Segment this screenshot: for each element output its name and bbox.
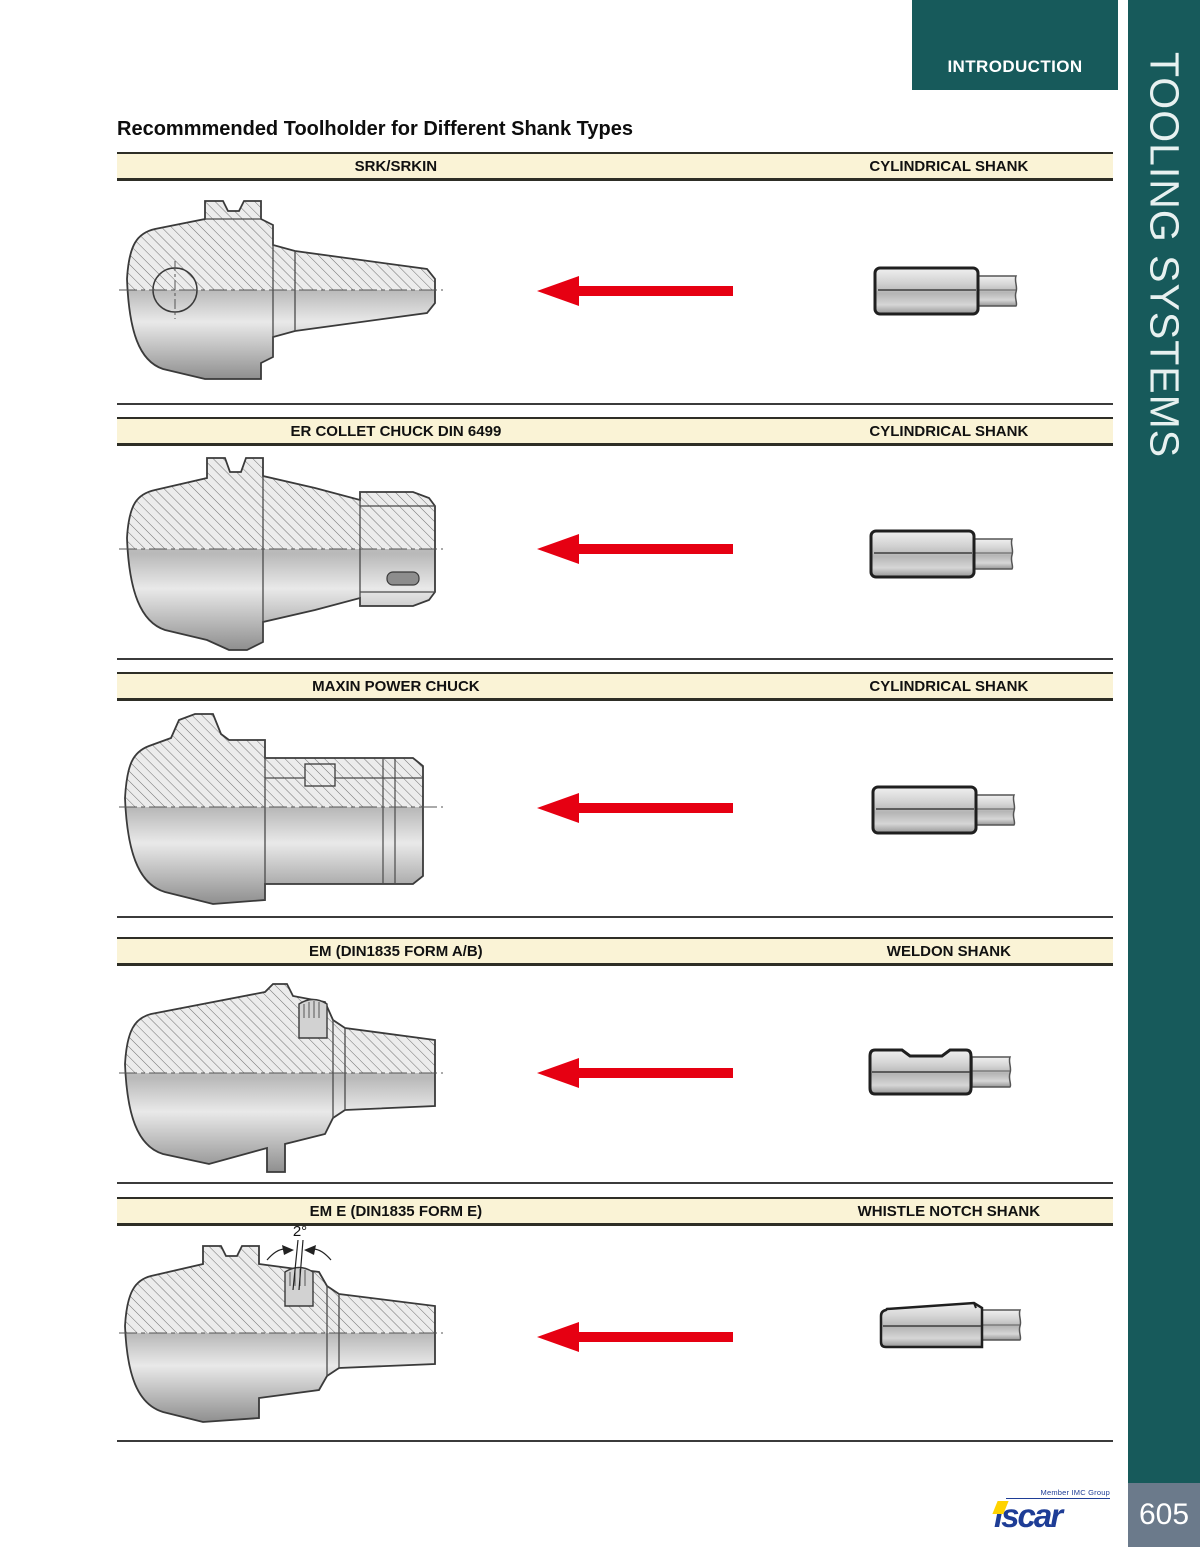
srk-shrink-chuck-drawing-icon [119, 200, 443, 380]
row-divider [117, 658, 1113, 660]
page-number-box: 605 [1128, 1483, 1200, 1547]
logo-wordmark: iscar [994, 1497, 1063, 1534]
arrow-left-icon [537, 793, 733, 823]
row-header-srk: SRK/SRKIN CYLINDRICAL SHANK [117, 152, 1113, 181]
introduction-tab: INTRODUCTION [912, 0, 1118, 90]
whistle-notch-shank-drawing-icon [879, 1301, 1022, 1349]
shank-label: WHISTLE NOTCH SHANK [857, 1202, 1041, 1220]
arrow-left-icon [537, 1322, 733, 1352]
holder-label: MAXIN POWER CHUCK [312, 677, 480, 695]
em-din1835-ab-drawing-icon [119, 983, 443, 1173]
introduction-tab-label: INTRODUCTION [947, 57, 1083, 76]
cylindrical-shank-drawing-icon [873, 266, 1018, 316]
tooling-systems-sidebar: TOOLING SYSTEMS [1128, 0, 1200, 1483]
maxin-power-chuck-drawing-icon [119, 713, 443, 905]
row-divider [117, 916, 1113, 918]
row-header-em-ab: EM (DIN1835 FORM A/B) WELDON SHANK [117, 937, 1113, 966]
er-collet-chuck-drawing-icon [119, 457, 443, 651]
holder-label: EM (DIN1835 FORM A/B) [309, 942, 483, 960]
arrow-left-icon [537, 1058, 733, 1088]
shank-label: CYLINDRICAL SHANK [869, 422, 1029, 440]
sidebar-label: TOOLING SYSTEMS [1141, 52, 1188, 459]
holder-label: SRK/SRKIN [354, 157, 438, 175]
holder-label: EM E (DIN1835 FORM E) [309, 1202, 483, 1220]
page-title: Recommmended Toolholder for Different Sh… [117, 118, 633, 140]
shank-label: WELDON SHANK [886, 942, 1011, 960]
angle-label: 2° [293, 1224, 307, 1240]
shank-label: CYLINDRICAL SHANK [869, 677, 1029, 695]
weldon-shank-drawing-icon [868, 1048, 1012, 1096]
em-e-din1835-e-drawing-icon: 2° [119, 1224, 443, 1423]
cylindrical-shank-drawing-icon [871, 785, 1016, 835]
row-divider [117, 1440, 1113, 1442]
row-divider [117, 1182, 1113, 1184]
arrow-left-icon [537, 534, 733, 564]
shank-label: CYLINDRICAL SHANK [869, 157, 1029, 175]
row-header-em-e: EM E (DIN1835 FORM E) WHISTLE NOTCH SHAN… [117, 1197, 1113, 1226]
logo-caption: Member IMC Group [1006, 1488, 1110, 1499]
arrow-left-icon [537, 276, 733, 306]
page-number: 605 [1138, 1498, 1190, 1531]
row-divider [117, 403, 1113, 405]
holder-label: ER COLLET CHUCK DIN 6499 [290, 422, 502, 440]
cylindrical-shank-drawing-icon [869, 529, 1014, 579]
row-header-er: ER COLLET CHUCK DIN 6499 CYLINDRICAL SHA… [117, 417, 1113, 446]
iscar-logo: Member IMC Group iscar [992, 1488, 1112, 1538]
row-header-maxin: MAXIN POWER CHUCK CYLINDRICAL SHANK [117, 672, 1113, 701]
